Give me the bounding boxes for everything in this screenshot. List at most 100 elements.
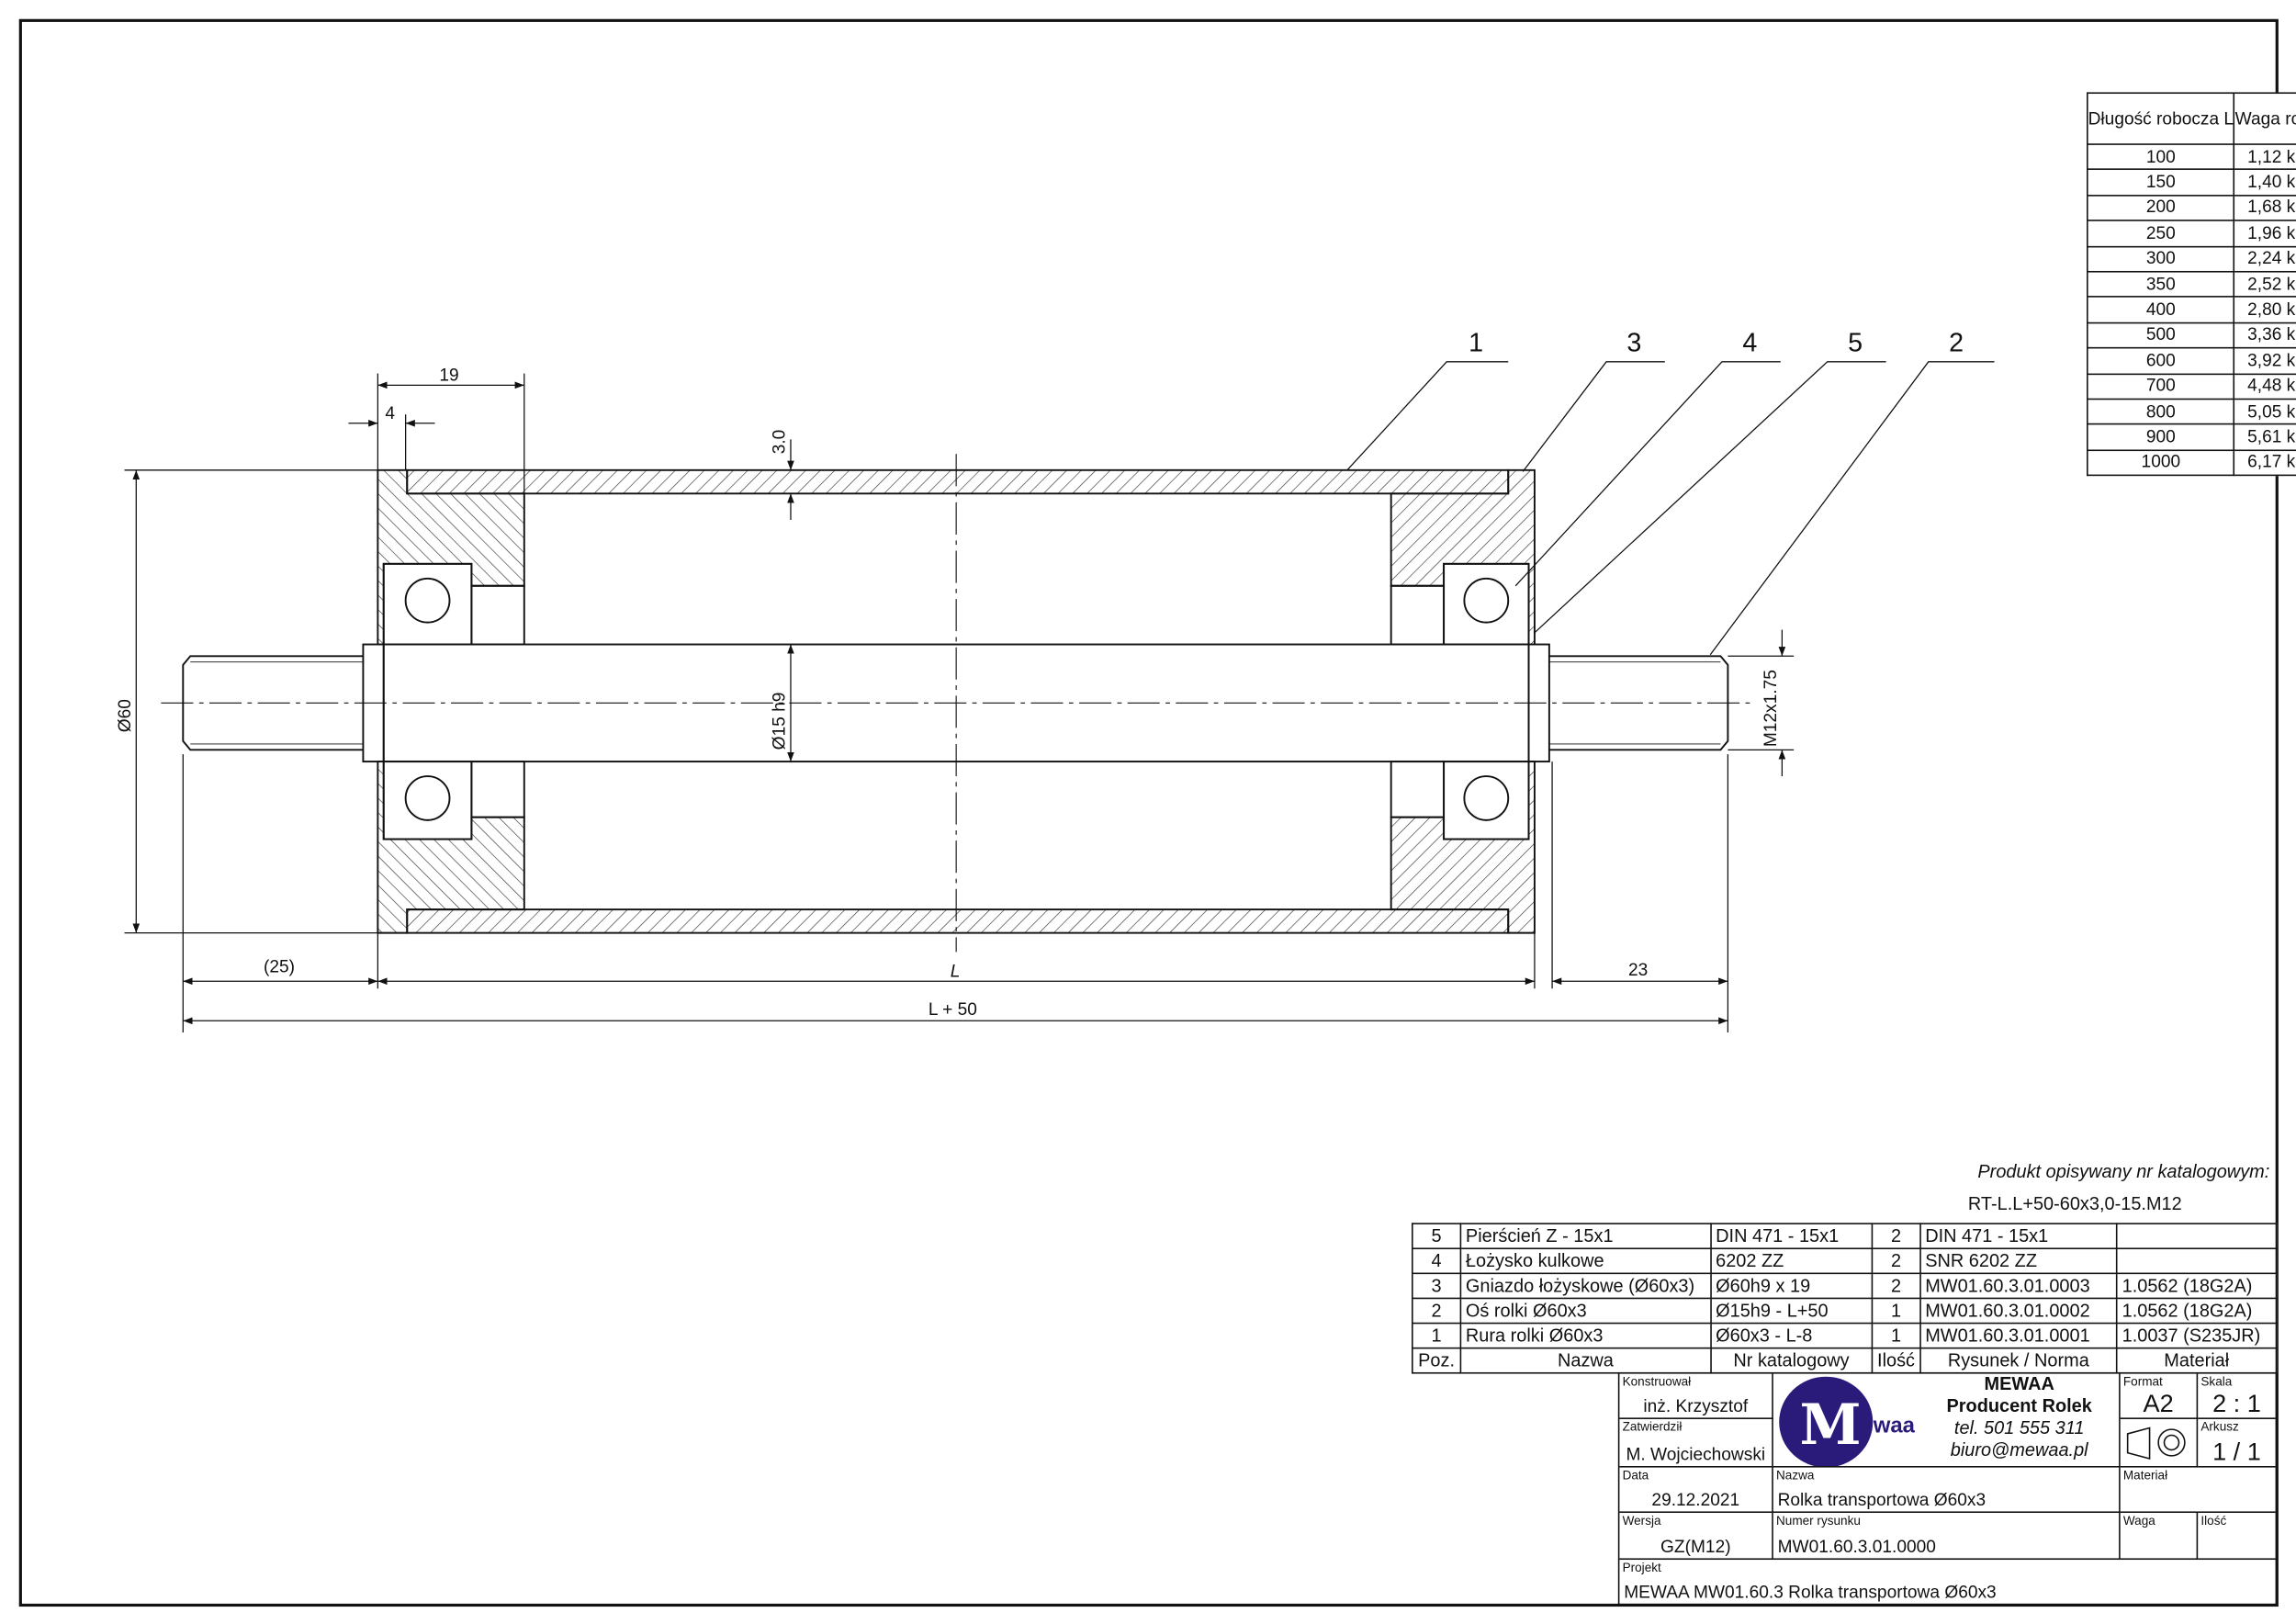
balloon-5: 5 xyxy=(1848,329,1863,358)
part-pos: 2 xyxy=(1412,1297,1462,1325)
length-cell: 700 xyxy=(2087,372,2235,400)
part-material xyxy=(2116,1223,2278,1250)
dim-wall: 3.0 xyxy=(771,430,790,455)
part-pos: 1 xyxy=(1412,1322,1462,1349)
part-qty: 2 xyxy=(1871,1223,1921,1250)
part-catalog: 6202 ZZ xyxy=(1709,1247,1874,1275)
svg-text:ewaa: ewaa xyxy=(1861,1413,1915,1438)
dim-4: 4 xyxy=(385,404,395,423)
header-drawing: Rysunek / Norma xyxy=(1919,1347,2118,1374)
part-qty: 2 xyxy=(1871,1247,1921,1275)
company-name: MEWAA xyxy=(1984,1373,2054,1394)
length-cell: 600 xyxy=(2087,347,2235,375)
weight-label: Waga xyxy=(2122,1513,2155,1528)
part-name: Gniazdo łożyskowe (Ø60x3) xyxy=(1459,1272,1712,1300)
part-drawing: MW01.60.3.01.0002 xyxy=(1919,1297,2118,1325)
scale-label: Skala xyxy=(2200,1373,2233,1389)
part-qty: 1 xyxy=(1871,1297,1921,1325)
weight-cell: 1,68 kg xyxy=(2234,194,2296,222)
catalog-label: Produkt opisywany nr katalogowym: xyxy=(1977,1161,2270,1182)
part-catalog: DIN 471 - 15x1 xyxy=(1709,1223,1874,1250)
part-material: 1.0562 (18G2A) xyxy=(2116,1272,2278,1300)
part-name: Pierścień Z - 15x1 xyxy=(1459,1223,1712,1250)
balloon-3: 3 xyxy=(1626,329,1641,358)
part-qty: 2 xyxy=(1871,1272,1921,1300)
part-name: Oś rolki Ø60x3 xyxy=(1459,1297,1712,1325)
date-label: Data xyxy=(1622,1467,1649,1483)
weight-cell: 5,61 kg xyxy=(2234,423,2296,451)
qty-label: Ilość xyxy=(2200,1513,2227,1528)
length-cell: 400 xyxy=(2087,296,2235,323)
phone: tel. 501 555 311 xyxy=(1953,1417,2085,1438)
bearing-ball xyxy=(404,577,451,624)
header-qty: Ilość xyxy=(1871,1347,1921,1374)
designed-by: inż. Krzysztof Binek xyxy=(1643,1395,1749,1417)
weight-cell: 4,48 kg xyxy=(2234,372,2296,400)
bearing-ball xyxy=(404,775,451,821)
version: GZ(M12) xyxy=(1660,1536,1731,1557)
balloon-1: 1 xyxy=(1469,329,1483,358)
dim-length: L xyxy=(951,962,961,981)
sheet-border xyxy=(18,18,2279,1607)
part-material: 1.0562 (18G2A) xyxy=(2116,1297,2278,1325)
material-label: Materiał xyxy=(2122,1467,2168,1483)
weight-cell: 6,17 kg xyxy=(2234,448,2296,477)
dim-dia60: Ø60 xyxy=(116,699,135,732)
dim-left-stub: (25) xyxy=(264,958,295,977)
tube-top-wall xyxy=(406,468,1510,495)
version-label: Wersja xyxy=(1622,1513,1661,1528)
tube-bottom-wall xyxy=(406,908,1510,934)
part-pos: 5 xyxy=(1412,1223,1462,1250)
part-name: Łożysko kulkowe xyxy=(1459,1247,1712,1275)
weight-cell: 1,96 kg xyxy=(2234,220,2296,247)
header-length: Długość robocza L xyxy=(2087,92,2235,145)
dim-shaft: Ø15 h9 xyxy=(771,693,790,750)
project: MEWAA MW01.60.3 Rolka transportowa Ø60x3 xyxy=(1624,1581,1997,1603)
balloon-2: 2 xyxy=(1949,329,1964,358)
approved-by: M. Wojciechowski xyxy=(1626,1444,1766,1465)
weight-cell: 1,40 kg xyxy=(2234,168,2296,197)
housing-right xyxy=(1390,468,1536,646)
header-material: Materiał xyxy=(2116,1347,2278,1374)
length-cell: 200 xyxy=(2087,194,2235,222)
dim-thread: M12x1.75 xyxy=(1761,670,1781,747)
catalog-number: RT-L.L+50-60x3,0-15.M12 xyxy=(1967,1193,2182,1214)
header-catalog: Nr katalogowy xyxy=(1709,1347,1874,1374)
part-drawing: MW01.60.3.01.0001 xyxy=(1919,1322,2118,1349)
weight-cell: 1,12 kg xyxy=(2234,143,2296,171)
designed-label: Konstruował xyxy=(1622,1373,1692,1389)
housing-left xyxy=(377,468,525,646)
format-label: Format xyxy=(2122,1373,2163,1389)
format: A2 xyxy=(2143,1390,2174,1418)
sheet-label: Arkusz xyxy=(2200,1418,2239,1434)
dim-total: L + 50 xyxy=(929,1000,977,1020)
header-weight: Waga rolki xyxy=(2234,92,2296,145)
date: 29.12.2021 xyxy=(1651,1489,1740,1510)
part-catalog: Ø60x3 - L-8 xyxy=(1709,1322,1874,1349)
drawing-number: MW01.60.3.01.0000 xyxy=(1777,1536,1936,1557)
length-cell: 900 xyxy=(2087,423,2235,451)
weight-cell: 3,92 kg xyxy=(2234,347,2296,375)
length-cell: 500 xyxy=(2087,321,2235,349)
length-cell: 800 xyxy=(2087,398,2235,425)
project-label: Projekt xyxy=(1622,1560,1661,1574)
part-catalog: Ø15h9 - L+50 xyxy=(1709,1297,1874,1325)
housing-right-bottom xyxy=(1390,761,1536,934)
dim-right-stub: 23 xyxy=(1628,961,1648,980)
